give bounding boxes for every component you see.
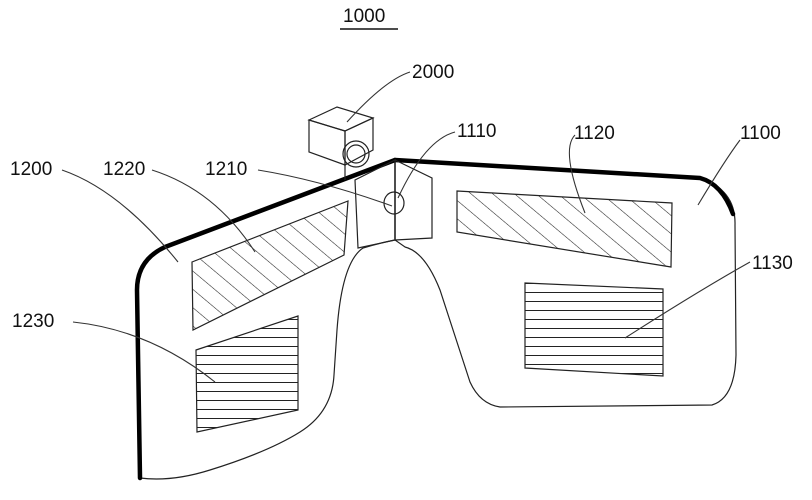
region-1130 (524, 282, 664, 377)
camera-lens-inner (346, 144, 366, 164)
leader-1130 (624, 261, 751, 339)
label-1230: 1230 (12, 311, 54, 332)
label-1210: 1210 (205, 159, 247, 180)
label-2000: 2000 (412, 62, 454, 83)
leader-1200 (61, 169, 179, 263)
leader-1120 (568, 134, 586, 214)
leader-1220 (151, 169, 256, 253)
label-1100: 1100 (740, 123, 781, 144)
camera-2000 (307, 106, 375, 180)
display-1120 (456, 190, 673, 268)
label-1200: 1200 (10, 159, 52, 180)
leader-2000 (346, 71, 411, 123)
sensor-1110 (383, 191, 405, 215)
figure-title: 1000 (343, 6, 385, 27)
region-1230 (195, 315, 299, 433)
camera-lens-outer (342, 140, 370, 168)
bridge-block-right (394, 159, 433, 241)
label-1120: 1120 (574, 123, 615, 144)
label-1110: 1110 (457, 121, 496, 142)
right-lens-outline (394, 159, 737, 408)
leader-1110 (397, 131, 456, 199)
leader-1210 (257, 169, 393, 207)
right-frame-edge (392, 157, 736, 217)
label-1220: 1220 (103, 159, 145, 180)
label-1130: 1130 (752, 253, 793, 274)
display-1220 (191, 200, 349, 331)
leader-1100 (697, 139, 741, 206)
leader-1230 (72, 321, 216, 383)
